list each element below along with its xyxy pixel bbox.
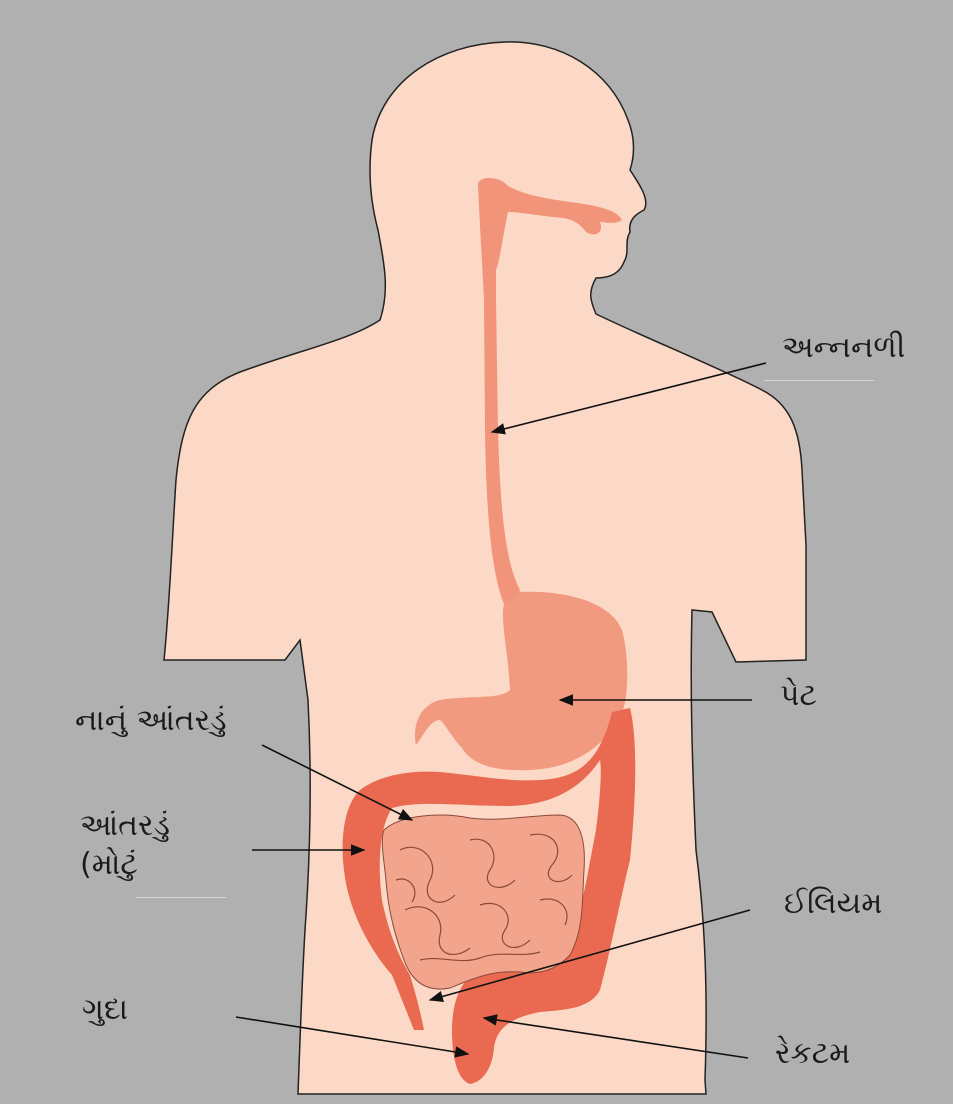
label-ileum: ઈલિયમ [784, 886, 882, 922]
label-stomach: પેટ [780, 678, 817, 714]
label-large-intestine-line1: આંતરડું [80, 808, 170, 844]
label-rectum: રેકટમ [775, 1036, 850, 1072]
label-underline-esophagus [764, 380, 874, 381]
label-small-intestine: નાનું આંતરડું [75, 703, 227, 739]
label-underline-large-intestine [136, 897, 226, 898]
label-esophagus: અન્નનળી [782, 330, 905, 366]
label-anus: ગુદા [82, 992, 128, 1028]
label-large-intestine-line2: (મોટું [80, 847, 138, 883]
